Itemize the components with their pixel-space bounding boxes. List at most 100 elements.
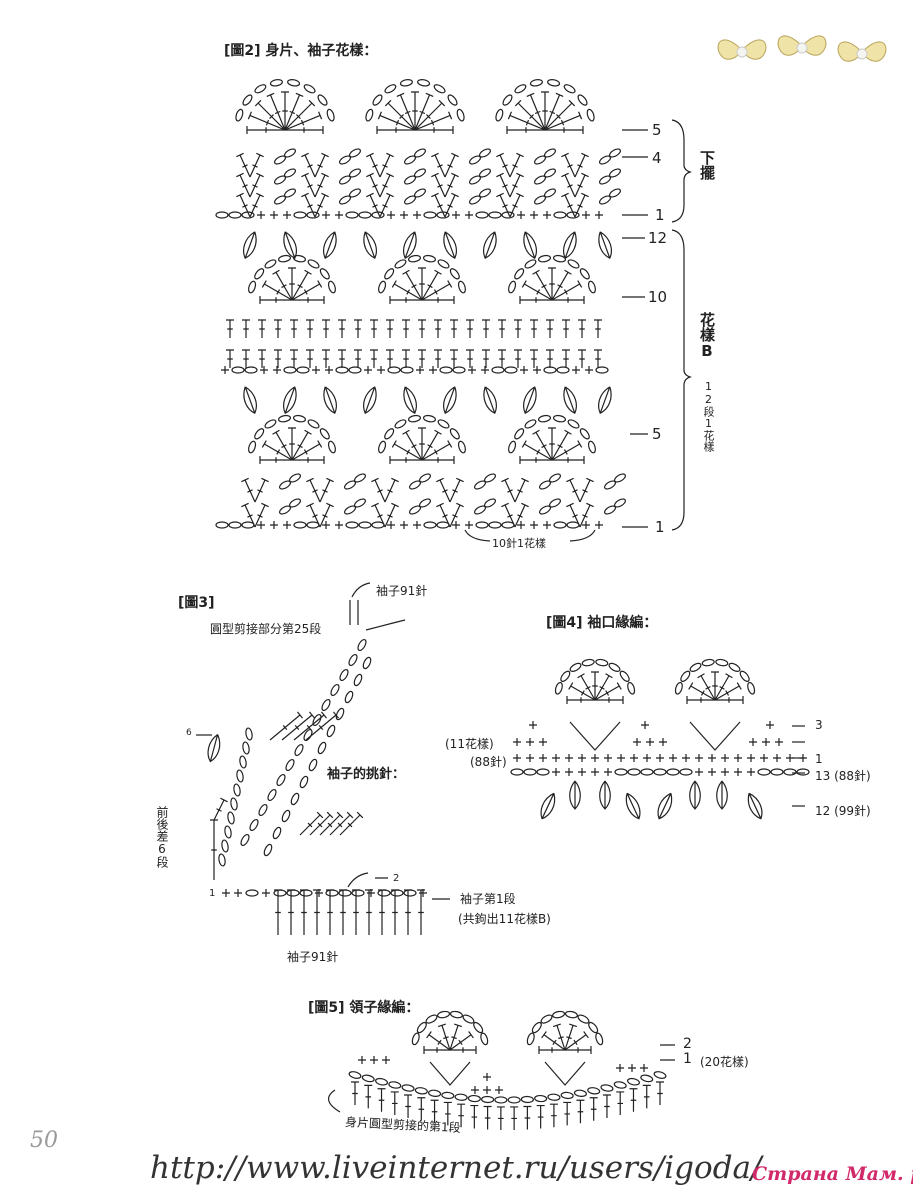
- row-label: 5: [652, 425, 662, 443]
- single-crochet-symbol: [543, 521, 551, 529]
- chain-stitch-symbol: [388, 1081, 402, 1089]
- single-crochet-symbol: [283, 521, 291, 529]
- single-crochet-symbol: [257, 211, 265, 219]
- chain-stitch-symbol: [307, 259, 320, 269]
- single-crochet-symbol: [539, 738, 547, 746]
- single-crochet-symbol: [585, 366, 593, 374]
- treble-stitch-symbol: [338, 349, 346, 368]
- treble-stitch-symbol: [313, 889, 321, 935]
- chain-stitch-symbol: [653, 768, 667, 776]
- single-crochet-symbol: [358, 1056, 366, 1064]
- treble-stitch-symbol: [213, 797, 228, 821]
- treble-stitch-symbol: [236, 172, 251, 198]
- chain-stitch-symbol: [287, 79, 301, 87]
- single-crochet-symbol: [513, 754, 521, 762]
- treble-stitch-symbol: [434, 319, 442, 338]
- single-crochet-symbol: [283, 211, 291, 219]
- treble-stitch-symbol: [306, 477, 321, 503]
- chain-stitch-symbol: [508, 440, 517, 454]
- chain-stitch-symbol: [423, 211, 437, 219]
- chain-stitch-symbol: [317, 94, 328, 106]
- single-crochet-symbol: [734, 768, 742, 776]
- treble-stitch-symbol: [574, 152, 589, 178]
- cluster-stitch-symbol: [625, 792, 641, 820]
- single-crochet-symbol: [565, 754, 573, 762]
- single-crochet-symbol: [465, 211, 473, 219]
- chain-stitch-symbol: [770, 768, 784, 776]
- treble-stitch-symbol: [538, 1046, 565, 1054]
- treble-stitch-symbol: [430, 1099, 439, 1124]
- treble-stitch-symbol: [466, 319, 474, 338]
- treble-stitch-symbol: [266, 92, 286, 131]
- chain-stitch-symbol: [566, 521, 580, 529]
- single-crochet-symbol: [257, 521, 265, 529]
- treble-stitch-symbol: [548, 427, 556, 460]
- treble-stitch-symbol: [386, 349, 394, 368]
- single-crochet-symbol: [413, 521, 421, 529]
- chain-stitch-symbol: [308, 758, 318, 772]
- chain-stitch-symbol: [457, 440, 466, 454]
- chain-stitch-symbol: [626, 1077, 640, 1086]
- treble-stitch-symbol: [306, 349, 314, 368]
- treble-stitch-symbol: [370, 319, 378, 338]
- chain-stitch-symbol: [520, 1095, 534, 1104]
- single-crochet-symbol: [387, 211, 395, 219]
- treble-stitch-symbol: [421, 440, 453, 461]
- chain-stitch-symbol: [245, 889, 259, 897]
- chain-stitch-symbol: [230, 797, 238, 811]
- treble-stitch-symbol: [299, 811, 324, 836]
- chain-stitch-symbol: [523, 768, 537, 776]
- chain-stitch-symbol: [384, 268, 395, 280]
- treble-stitch-symbol: [414, 99, 446, 131]
- treble-stitch-symbol: [319, 477, 334, 503]
- treble-stitch-symbol: [241, 477, 256, 503]
- chain-stitch-symbol: [531, 1021, 542, 1034]
- page-number: 50: [30, 1128, 58, 1153]
- chain-stitch-symbol: [588, 1021, 599, 1034]
- single-crochet-symbol: [747, 768, 755, 776]
- treble-stitch-symbol: [364, 1084, 373, 1109]
- chain-stitch-symbol: [407, 254, 422, 263]
- hem-label: 下擺: [698, 150, 716, 180]
- chain-stitch-symbol: [627, 681, 636, 695]
- single-crochet-symbol: [582, 521, 590, 529]
- treble-stitch-symbol: [322, 319, 330, 338]
- row-label: 12 (99針): [815, 804, 871, 818]
- single-crochet-symbol: [382, 1056, 390, 1064]
- single-crochet-symbol: [526, 754, 534, 762]
- cluster-stitch-symbol: [523, 386, 537, 414]
- single-crochet-symbol: [367, 889, 375, 897]
- treble-stitch-symbol: [365, 889, 373, 935]
- chain-stitch-symbol: [524, 259, 537, 269]
- treble-stitch-symbol: [431, 172, 446, 198]
- single-crochet-symbol: [452, 211, 460, 219]
- treble-stitch-symbol: [496, 152, 511, 178]
- chain-stitch-symbol: [547, 79, 561, 87]
- chain-stitch-symbol: [577, 94, 588, 106]
- treble-stitch-symbol: [404, 889, 412, 935]
- treble-stitch-symbol: [379, 152, 394, 178]
- butterfly-icon: [717, 35, 887, 62]
- chain-stitch-symbol: [227, 811, 235, 825]
- treble-stitch-symbol: [519, 296, 552, 304]
- chain-stitch-symbol: [536, 768, 550, 776]
- chain-stitch-symbol: [679, 768, 693, 776]
- treble-stitch-symbol: [591, 671, 599, 700]
- treble-stitch-symbol: [509, 172, 524, 198]
- treble-stitch-symbol: [594, 349, 602, 368]
- chain-stitch-symbol: [290, 792, 300, 806]
- single-crochet-symbol: [452, 521, 460, 529]
- repeat-bracket: [464, 529, 596, 542]
- chain-stitch-symbol: [478, 168, 492, 178]
- treble-stitch-symbol: [414, 92, 434, 131]
- chain-stitch-symbol: [467, 1094, 481, 1103]
- butterfly-decoration: [712, 22, 892, 77]
- chain-stitch-symbol: [433, 84, 446, 94]
- chain-stitch-symbol: [491, 366, 505, 374]
- row-label: 1: [655, 518, 665, 536]
- single-crochet-symbol: [543, 211, 551, 219]
- chain-stitch-symbol: [348, 188, 362, 198]
- chain-stitch-symbol: [537, 254, 552, 263]
- single-crochet-symbol: [471, 1086, 479, 1094]
- treble-stitch-symbol: [386, 319, 394, 338]
